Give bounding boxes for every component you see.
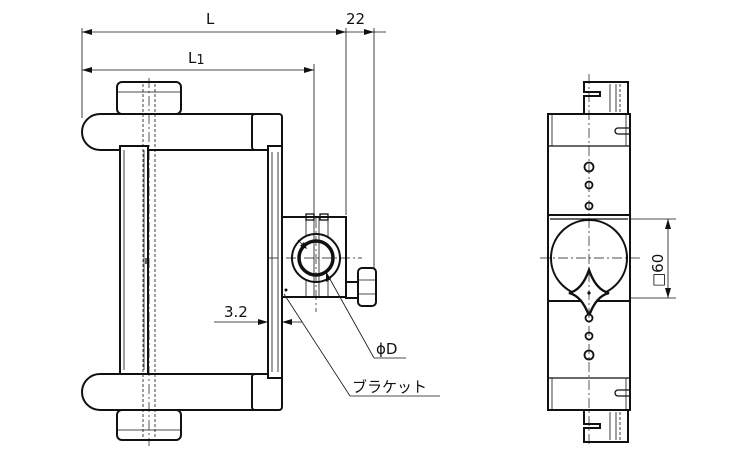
- top-end-block: [251, 113, 283, 151]
- top-arm: [81, 113, 256, 151]
- dimension-lines: L 22 L1 3.2 ϕD ブラケット: [81, 10, 440, 397]
- bracket-callout: ブラケット: [352, 378, 427, 396]
- bottom-arm: [81, 373, 256, 411]
- dim-l-label: L: [206, 10, 215, 28]
- bottom-tab: [583, 409, 629, 443]
- main-block: [147, 149, 279, 375]
- top-tab: [583, 81, 629, 115]
- side-view: [81, 78, 377, 446]
- dim-square-label: □60: [649, 254, 667, 287]
- lever-knob: [357, 267, 377, 307]
- dim-thickness-label: 3.2: [224, 303, 248, 321]
- bracket-plate: [267, 145, 283, 379]
- bottom-end-block: [251, 373, 283, 411]
- front-view: □60: [540, 74, 676, 446]
- dim-22-label: 22: [346, 10, 365, 28]
- dim-l1-label: L1: [188, 49, 205, 68]
- dim-phid-label: ϕD: [376, 340, 397, 358]
